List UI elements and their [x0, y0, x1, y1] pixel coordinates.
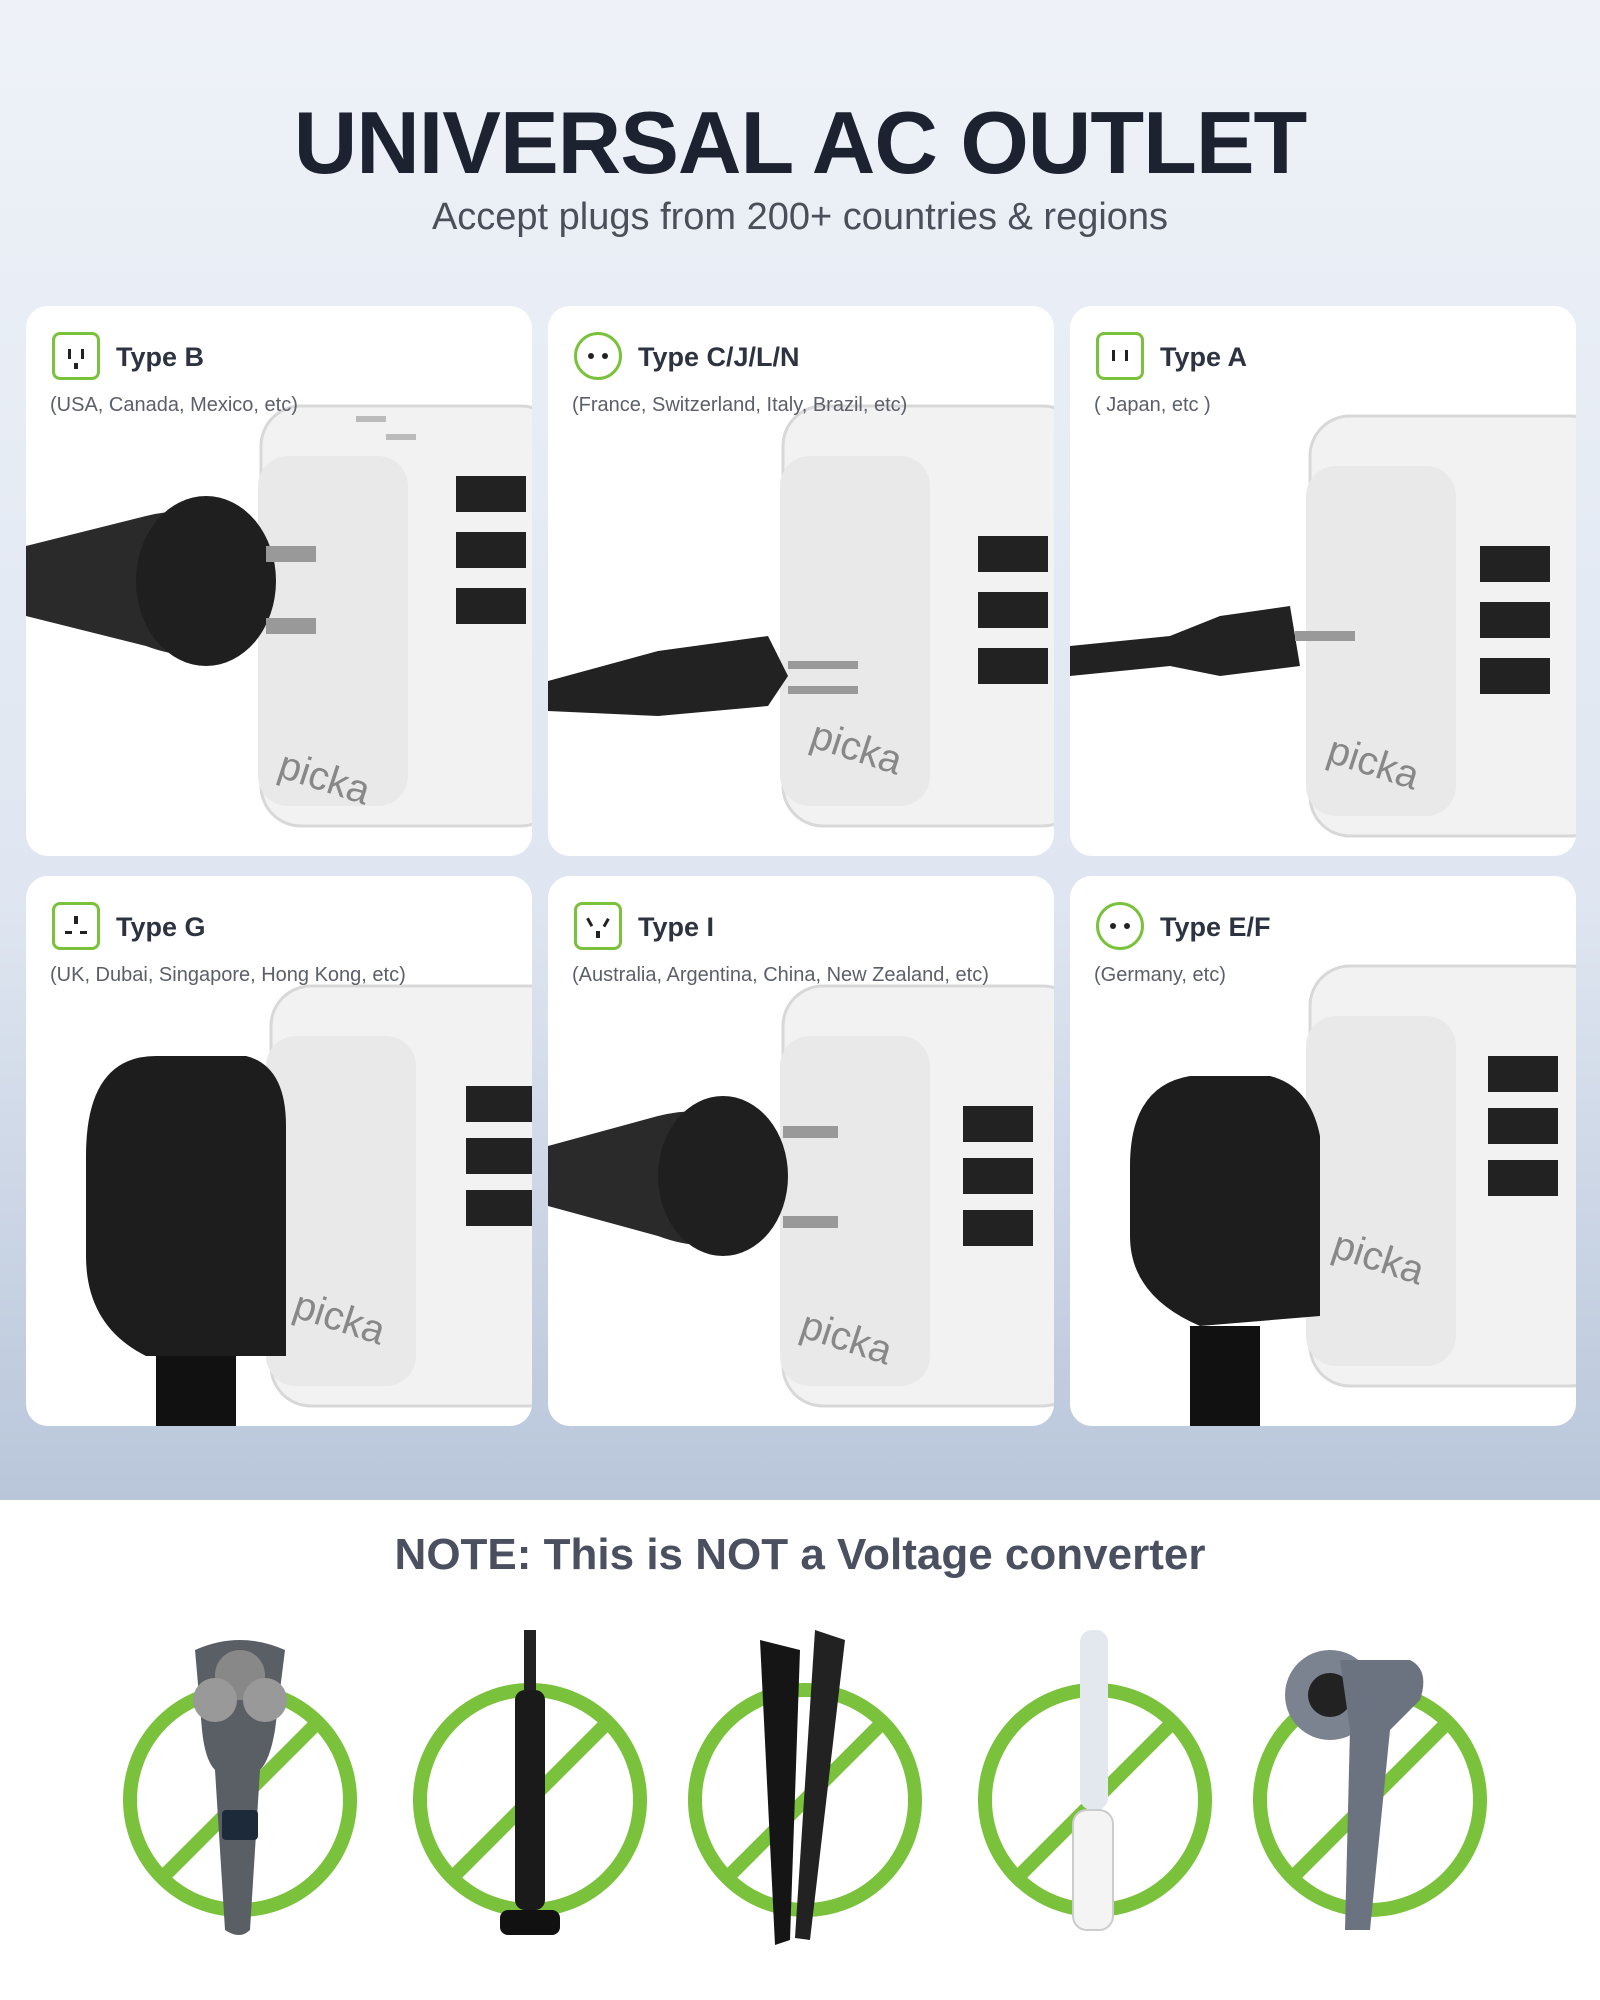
adapter-image: picka	[26, 404, 532, 828]
curling-iron-prohibited-icon	[978, 1630, 1212, 1931]
plug-type-name: Type G	[116, 912, 206, 942]
hair-straightener-prohibited-icon	[688, 1630, 922, 1945]
voltage-note-section: NOTE: This is NOT a Voltage converter	[0, 1500, 1600, 2000]
hair-dryer-prohibited-icon	[1253, 1650, 1487, 1930]
plug-type-countries: (Germany, etc)	[1094, 964, 1226, 986]
plug-type-countries: (UK, Dubai, Singapore, Hong Kong, etc)	[50, 964, 406, 986]
adapter-image: picka	[1130, 964, 1576, 1426]
plug-card-type-ef: picka Type E/F (Germany, etc)	[1070, 876, 1576, 1426]
page-subtitle: Accept plugs from 200+ countries & regio…	[431, 196, 1169, 238]
electric-toothbrush-prohibited-icon	[413, 1630, 647, 1935]
page-title: UNIVERSAL AC OUTLET	[293, 93, 1308, 192]
plug-type-name: Type E/F	[1160, 912, 1271, 942]
plug-card-type-i: picka Type I (Australia, Argentina, Chin…	[548, 876, 1054, 1426]
adapter-image: picka	[1070, 414, 1576, 838]
plug-type-countries: (France, Switzerland, Italy, Brazil, etc…	[572, 394, 908, 416]
plug-type-name: Type A	[1160, 342, 1248, 372]
type-g-socket-icon	[52, 902, 100, 950]
type-b-socket-icon	[52, 332, 100, 380]
plug-type-countries: (Australia, Argentina, China, New Zealan…	[572, 964, 989, 986]
plug-type-name: Type I	[638, 912, 715, 942]
adapter-image: picka	[548, 404, 1054, 828]
adapter-image: picka	[86, 984, 532, 1426]
plug-card-type-g: picka Type G (UK, Dubai, Singapore, Hong…	[26, 876, 532, 1426]
type-a-socket-icon	[1096, 332, 1144, 380]
hero-section: UNIVERSAL AC OUTLET Accept plugs from 20…	[0, 0, 1600, 1500]
type-ef-socket-icon	[1096, 902, 1144, 950]
plug-type-name: Type B	[116, 342, 205, 372]
voltage-note: NOTE: This is NOT a Voltage converter	[394, 1530, 1206, 1579]
adapter-image: picka	[548, 984, 1054, 1408]
plug-type-name: Type C/J/L/N	[638, 342, 800, 372]
plug-type-countries: ( Japan, etc )	[1094, 394, 1211, 416]
type-c-socket-icon	[574, 332, 622, 380]
electric-shaver-prohibited-icon	[123, 1640, 357, 1935]
plug-card-type-b: picka Type B (USA, Canada, Mexico, etc)	[26, 306, 532, 856]
plug-type-countries: (USA, Canada, Mexico, etc)	[50, 394, 298, 416]
plug-card-type-c: picka Type C/J/L/N (France, Switzerland,…	[548, 306, 1054, 856]
plug-card-type-a: picka Type A ( Japan, etc )	[1070, 306, 1576, 856]
type-i-socket-icon	[574, 902, 622, 950]
